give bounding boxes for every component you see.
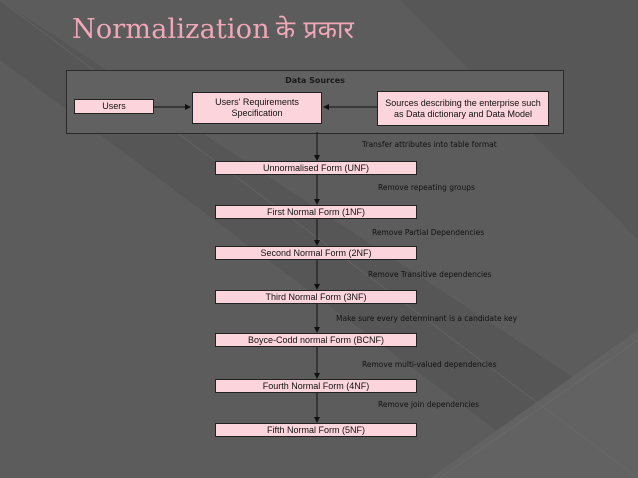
normal-form-box: Unnormalised Form (UNF) [215,161,417,175]
normal-form-box: Second Normal Form (2NF) [215,246,417,260]
step-note: Transfer attributes into table format [362,140,497,149]
normal-form-box: Boyce-Codd normal Form (BCNF) [215,333,417,347]
normal-form-box: Third Normal Form (3NF) [215,290,417,304]
requirements-box: Users' Requirements Specification [192,92,322,124]
data-sources-title: Data Sources [285,76,345,85]
step-note: Remove repeating groups [378,183,475,192]
step-note: Remove multi-valued dependencies [362,360,497,369]
users-box: Users [74,99,154,114]
step-note: Remove Partial Dependencies [372,228,485,237]
step-note: Remove Transitive dependencies [368,270,492,279]
title-hindi: के प्रकार [275,15,355,44]
normal-form-box: Fourth Normal Form (4NF) [215,379,417,393]
title-main: Normalization [72,14,270,45]
normal-form-box: Fifth Normal Form (5NF) [215,423,417,437]
step-note: Make sure every determinant is a candida… [336,314,518,323]
step-note: Remove join dependencies [378,400,480,409]
normal-form-box: First Normal Form (1NF) [215,205,417,219]
sources-box: Sources describing the enterprise such a… [377,91,549,126]
